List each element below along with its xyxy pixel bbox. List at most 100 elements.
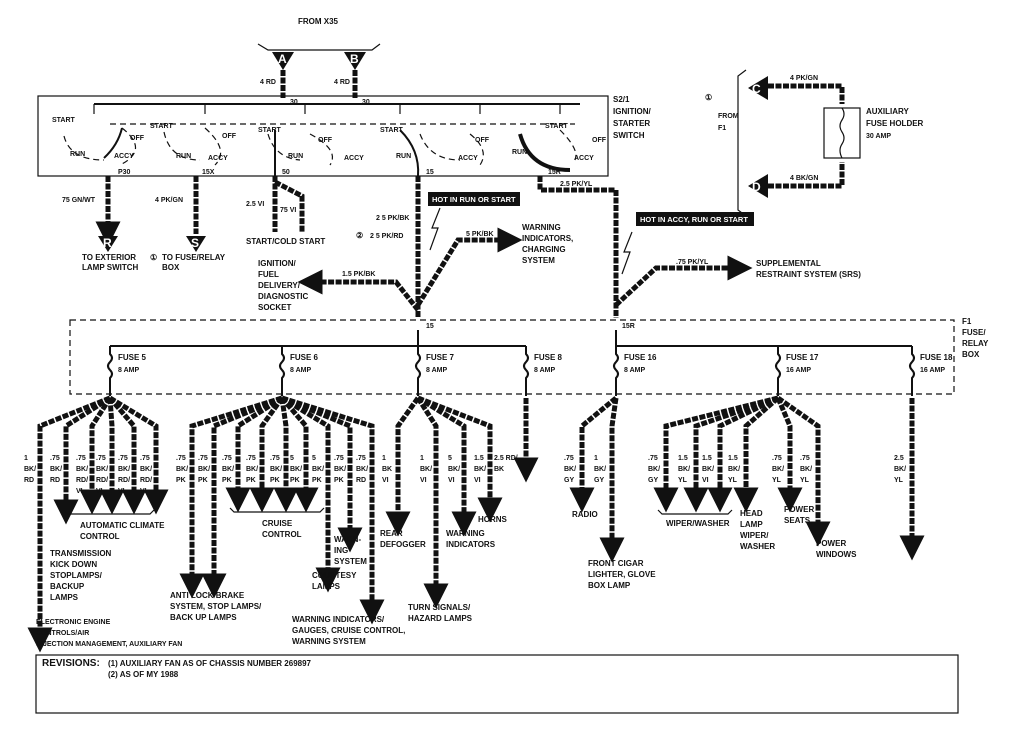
- svg-text:WARNING INDICATORS/: WARNING INDICATORS/: [292, 615, 385, 624]
- sw3-run: RUN: [288, 153, 303, 160]
- svg-text:BK/: BK/: [564, 466, 576, 473]
- svg-text:RD: RD: [356, 477, 366, 484]
- wire-a-label: 4 RD: [260, 79, 276, 86]
- aux-top-wire: [768, 83, 845, 104]
- f7-branch-1: 1BK/VI: [415, 396, 449, 609]
- sw2-run: RUN: [176, 153, 191, 160]
- svg-text:WIPER/: WIPER/: [740, 531, 769, 540]
- cruise-label: CRUISE: [262, 519, 293, 528]
- svg-text:SYSTEM: SYSTEM: [522, 256, 555, 265]
- f8-branch: 2.5 RD/BK: [494, 398, 539, 483]
- revision-2: (2) AS OF MY 1988: [108, 670, 179, 679]
- svg-text:RD/: RD/: [118, 477, 130, 484]
- warn-charging-label: WARNING INDICATORS, CHARGING SYSTEM: [522, 223, 573, 265]
- svg-text:BK/: BK/: [894, 466, 906, 473]
- svg-text:1: 1: [420, 455, 424, 462]
- svg-text:.75: .75: [648, 455, 658, 462]
- svg-text:1.5: 1.5: [678, 455, 688, 462]
- svg-text:BK/: BK/: [96, 466, 108, 473]
- svg-text:5: 5: [312, 455, 316, 462]
- svg-text:VI: VI: [474, 477, 481, 484]
- svg-text:.75: .75: [96, 455, 106, 462]
- r15r-wire-label: 2.5 PK/YL: [560, 181, 593, 188]
- ext-lamp-label: TO EXTERIOR: [82, 253, 136, 262]
- svg-text:BK/: BK/: [702, 466, 714, 473]
- transmission-label: TRANSMISSION KICK DOWN STOPLAMPS/ BACKUP…: [50, 549, 112, 602]
- fuse-relay-label: TO FUSE/RELAY: [162, 253, 226, 262]
- fuse-4: FUSE 168 AMP: [613, 346, 657, 396]
- svg-text:.75: .75: [50, 455, 60, 462]
- svg-text:PK: PK: [312, 477, 322, 484]
- svg-text:VI: VI: [96, 488, 103, 495]
- aux-top-label: 4 PK/GN: [790, 75, 818, 82]
- svg-text:8 AMP: 8 AMP: [534, 367, 555, 374]
- f17-branch-3: 1.5BK/YL: [728, 396, 780, 513]
- sw4-accy: ACCY: [458, 155, 478, 162]
- svg-text:GY: GY: [564, 477, 574, 484]
- svg-text:.75: .75: [76, 455, 86, 462]
- f16-branch-1: 1BK/GY: [594, 397, 625, 563]
- pin-b: 30: [362, 99, 370, 106]
- svg-text:FUSE/: FUSE/: [962, 328, 986, 337]
- svg-text:BK/: BK/: [76, 466, 88, 473]
- ext-wire-label: 75 GN/WT: [62, 197, 96, 204]
- svg-text:ANTI LOCK BRAKE: ANTI LOCK BRAKE: [170, 591, 245, 600]
- hot-accy-label: HOT IN ACCY, RUN OR START: [640, 215, 748, 224]
- revisions-box: [35, 654, 959, 714]
- svg-text:BK/: BK/: [290, 466, 302, 473]
- antilock-label: ANTI LOCK BRAKE SYSTEM, STOP LAMPS/ BACK…: [170, 591, 262, 622]
- svg-text:BK/: BK/: [24, 466, 36, 473]
- pin-50: 50: [282, 169, 290, 176]
- hot-accy-box: [636, 212, 754, 226]
- connector-a: A: [272, 52, 294, 70]
- svg-text:RD/: RD/: [96, 477, 108, 484]
- svg-text:ELECTRONIC ENGINE: ELECTRONIC ENGINE: [36, 619, 111, 626]
- aux-bracket: [737, 69, 747, 217]
- svg-text:SYSTEM, STOP LAMPS/: SYSTEM, STOP LAMPS/: [170, 602, 262, 611]
- rear-defogger-label-2: DEFOGGER: [380, 540, 426, 549]
- svg-text:A: A: [278, 52, 287, 66]
- rear-defogger-label: REAR: [380, 529, 403, 538]
- svg-text:YL: YL: [772, 477, 782, 484]
- fuse-circle: ①: [150, 253, 157, 262]
- turn-label: TURN SIGNALS/: [408, 603, 471, 612]
- svg-text:R: R: [103, 236, 112, 250]
- bus-15r: 15R: [622, 323, 635, 330]
- branch-wires: 1BK/RD.75BK/RD.75BK/RD/VI.75BK/RD/VI.75B…: [24, 395, 925, 653]
- svg-text:BACK UP LAMPS: BACK UP LAMPS: [170, 613, 237, 622]
- f7-branch-3: 1.5BK/VI: [417, 395, 503, 523]
- connector-s: S: [186, 236, 206, 252]
- r15-wire-label: 2 5 PK/BK: [376, 215, 409, 222]
- pin-a: 30: [290, 99, 298, 106]
- courtesy-label-2: LAMPS: [312, 582, 341, 591]
- hot-run-label: HOT IN RUN OR START: [432, 195, 516, 204]
- svg-text:RD/: RD/: [76, 477, 88, 484]
- svg-text:FUSE 18: FUSE 18: [920, 353, 953, 362]
- cold-start-wire-label: 75 VI: [280, 207, 296, 214]
- svg-text:INJECTION MANAGEMENT, AUXILIAR: INJECTION MANAGEMENT, AUXILIARY FAN: [36, 641, 182, 648]
- sw2-off: OFF: [222, 133, 237, 140]
- fuse-2: FUSE 78 AMP: [415, 346, 455, 396]
- start-label: START/COLD START: [246, 237, 325, 246]
- srs-label: SUPPLEMENTAL: [756, 259, 821, 268]
- wire-b-label: 4 RD: [334, 79, 350, 86]
- svg-text:IGNITION/: IGNITION/: [613, 107, 652, 116]
- svg-text:YL: YL: [678, 477, 688, 484]
- svg-text:FUSE 6: FUSE 6: [290, 353, 319, 362]
- svg-text:BK/: BK/: [648, 466, 660, 473]
- svg-text:YL: YL: [800, 477, 810, 484]
- svg-text:VI: VI: [140, 488, 147, 495]
- sw4-start: START: [380, 127, 404, 134]
- aux-from: FROM: [718, 113, 739, 120]
- switch-contacts: [63, 104, 577, 177]
- pin-15r: 15R: [548, 169, 561, 176]
